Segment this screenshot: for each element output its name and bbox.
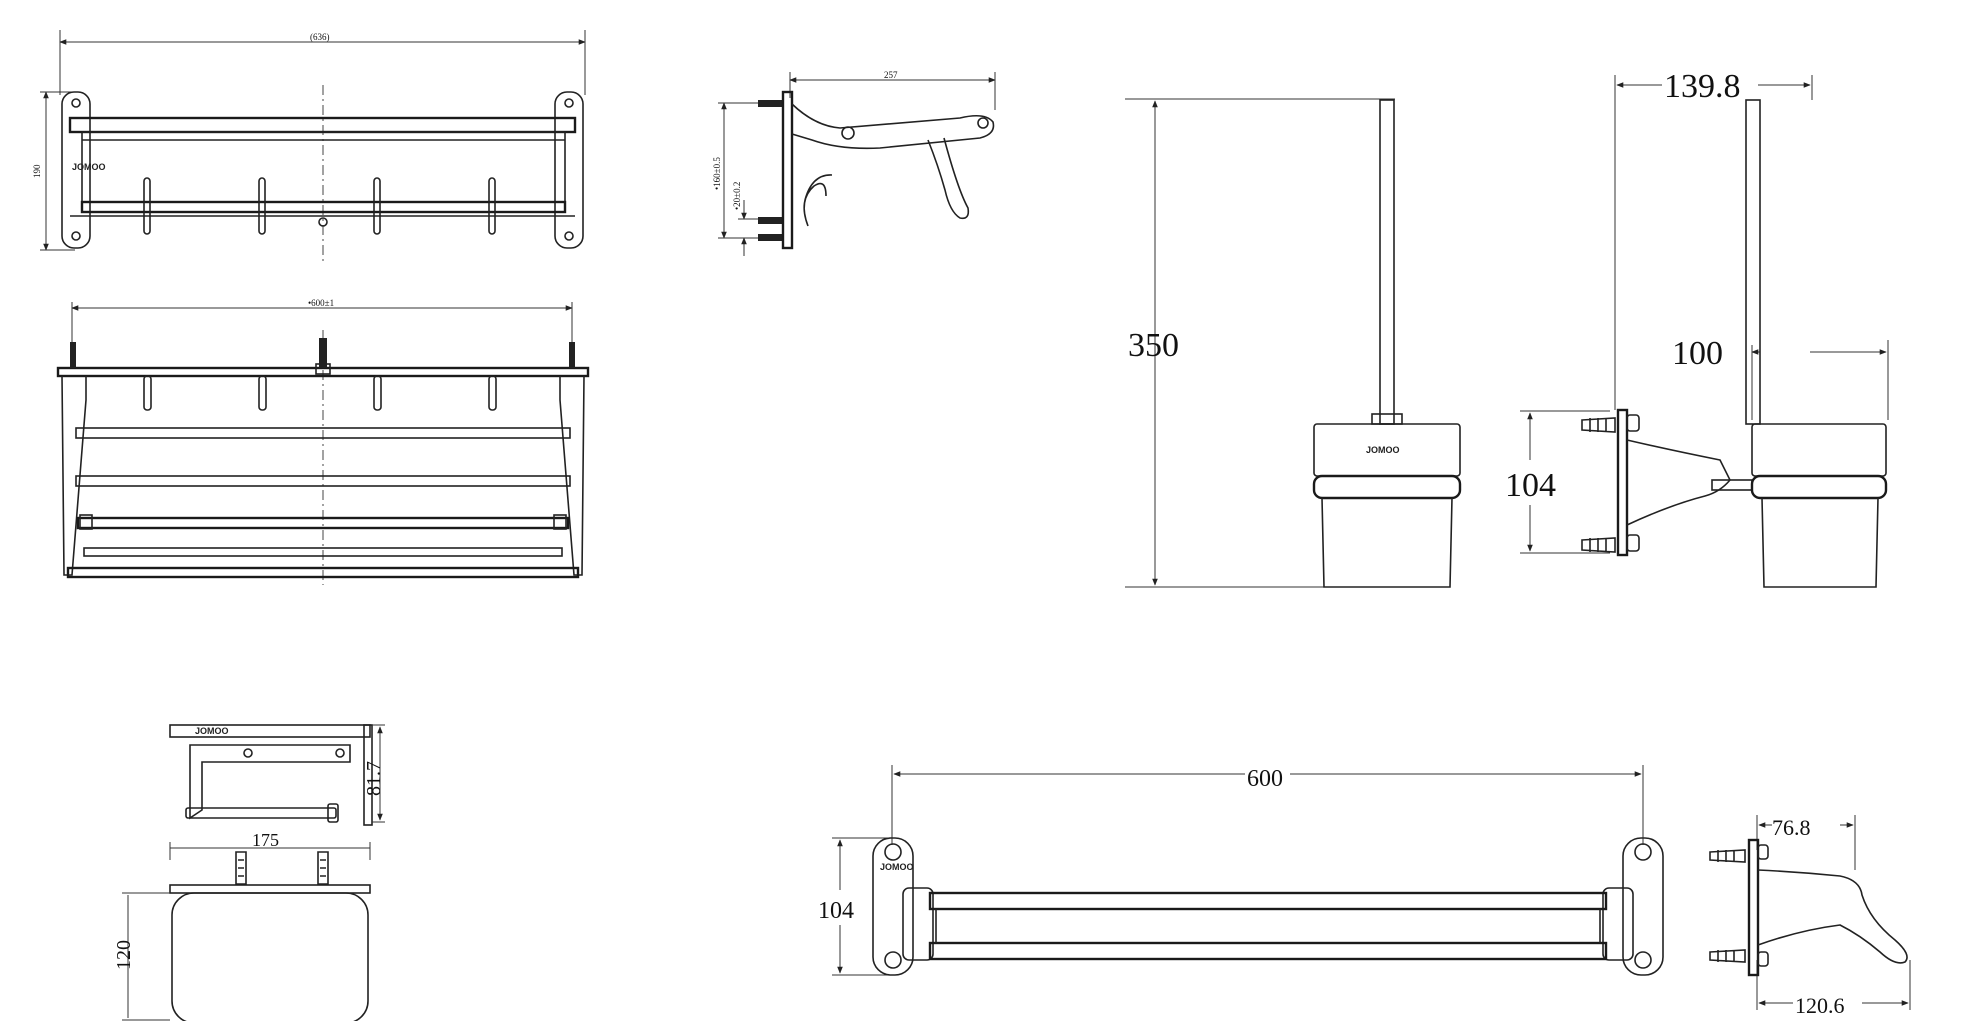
shelf-front-view: (636) 190 JOMOO bbox=[32, 30, 586, 262]
towel-bar-rail-bottom bbox=[928, 941, 1608, 961]
brush-side-ring bbox=[1750, 474, 1888, 500]
towel-bar-rail-top bbox=[928, 891, 1608, 911]
towel-bar-logo: JOMOO bbox=[880, 862, 914, 872]
paper-holder-plan-cover bbox=[171, 892, 369, 1021]
toilet-brush-side-view: 139.8 104 100 bbox=[1505, 68, 1889, 588]
shelf-side-hook bbox=[803, 174, 833, 227]
shelf-side-towel-bar bbox=[927, 137, 970, 220]
brush-side-cup bbox=[1761, 497, 1879, 588]
paper-holder-logo: JOMOO bbox=[195, 726, 229, 736]
towel-bar-height-dimension: 104 bbox=[818, 837, 888, 976]
paper-holder-roller bbox=[185, 807, 337, 819]
shelf-top-hooks bbox=[143, 375, 497, 411]
paper-holder-arm bbox=[189, 744, 351, 820]
shelf-side-depth-label: 257 bbox=[884, 70, 898, 80]
paper-holder-height-dimension: 81.7 bbox=[363, 724, 385, 823]
paper-holder-width-label: 175 bbox=[252, 830, 279, 850]
towel-bar-side-wall-plate bbox=[1747, 838, 1760, 977]
brush-side-arm bbox=[1626, 439, 1731, 526]
towel-bar-side-screws bbox=[1709, 849, 1746, 963]
paper-holder-depth-label: 120 bbox=[113, 940, 135, 970]
towel-bar-length-label: 600 bbox=[1247, 766, 1283, 792]
towel-bar-side-view: 76.8 120.6 bbox=[1709, 815, 1911, 1018]
shelf-front-height-label: 190 bbox=[32, 164, 42, 178]
brush-projection-dimension: 139.8 bbox=[1614, 68, 1813, 410]
shelf-front-height-dimension: 190 bbox=[32, 91, 75, 251]
brush-front-cup bbox=[1321, 497, 1453, 588]
towel-bar-inner-dimension: 76.8 bbox=[1756, 815, 1856, 870]
towel-bar-side-arm bbox=[1757, 869, 1908, 964]
towel-bar-height-label: 104 bbox=[818, 898, 854, 924]
towel-bar-left-bracket bbox=[872, 837, 914, 976]
paper-holder-screws bbox=[235, 851, 329, 885]
brush-side-screws bbox=[1581, 417, 1616, 553]
shelf-front-width-dimension: (636) bbox=[59, 30, 586, 95]
shelf-side-depth-dimension: 257 bbox=[789, 70, 996, 110]
shelf-side-view: 257 •160±0.5 •20±0.2 bbox=[712, 70, 996, 256]
shelf-front-left-bracket bbox=[61, 91, 91, 249]
paper-holder-height-label: 81.7 bbox=[363, 761, 385, 796]
shelf-side-spacing-label: •160±0.5 bbox=[712, 157, 722, 190]
towel-bar-right-bracket bbox=[1622, 837, 1664, 976]
paper-holder-depth-dimension: 120 bbox=[113, 892, 170, 1021]
brush-side-wall-plate bbox=[1616, 408, 1629, 557]
shelf-side-wall-plate bbox=[781, 90, 794, 250]
towel-bar-length-dimension: 600 bbox=[891, 765, 1644, 845]
towel-bar-outer-dimension: 120.6 bbox=[1756, 960, 1911, 1018]
shelf-top-view: •600±1 bbox=[56, 298, 590, 585]
brush-projection-label: 139.8 bbox=[1664, 68, 1741, 105]
brush-front-handle bbox=[1379, 99, 1395, 425]
brush-front-logo: JOMOO bbox=[1366, 445, 1400, 455]
brush-cup-dimension: 100 bbox=[1672, 335, 1889, 420]
shelf-front-hooks bbox=[143, 177, 496, 235]
paper-holder-width-dimension: 175 bbox=[169, 830, 371, 860]
toilet-brush-front-view: 350 JOMOO bbox=[1125, 98, 1462, 588]
shelf-front-logo: JOMOO bbox=[72, 162, 106, 172]
shelf-side-spacing-dimension: •160±0.5 •20±0.2 bbox=[712, 102, 765, 256]
brush-front-ring bbox=[1312, 474, 1462, 500]
shelf-side-screws bbox=[758, 100, 782, 241]
shelf-top-right-arm bbox=[559, 375, 585, 576]
shelf-front-width-label: (636) bbox=[310, 32, 330, 42]
shelf-side-offset-label: •20±0.2 bbox=[732, 182, 742, 210]
brush-mount-dimension: 104 bbox=[1505, 410, 1610, 554]
towel-bar-outer-label: 120.6 bbox=[1795, 993, 1845, 1018]
shelf-front-lower-rail bbox=[80, 200, 567, 214]
shelf-top-rails bbox=[66, 427, 580, 579]
brush-side-handle bbox=[1745, 99, 1761, 425]
brush-height-label: 350 bbox=[1128, 327, 1179, 364]
shelf-top-left-arm bbox=[61, 375, 87, 576]
shelf-front-right-bracket bbox=[554, 91, 584, 249]
towel-bar-front-view: 600 104 JOMOO bbox=[818, 765, 1664, 976]
shelf-top-width-label: •600±1 bbox=[308, 298, 334, 308]
shelf-side-arm bbox=[791, 103, 995, 150]
towel-bar-inner-label: 76.8 bbox=[1772, 815, 1811, 840]
paper-holder-top-cover bbox=[169, 724, 371, 738]
brush-side-cover bbox=[1751, 423, 1887, 477]
brush-cup-label: 100 bbox=[1672, 335, 1723, 372]
brush-mount-label: 104 bbox=[1505, 467, 1556, 504]
shelf-top-screws bbox=[70, 338, 575, 375]
brush-height-dimension: 350 bbox=[1125, 98, 1395, 588]
paper-holder-views: JOMOO 81.7 175 120 bbox=[113, 724, 385, 1021]
